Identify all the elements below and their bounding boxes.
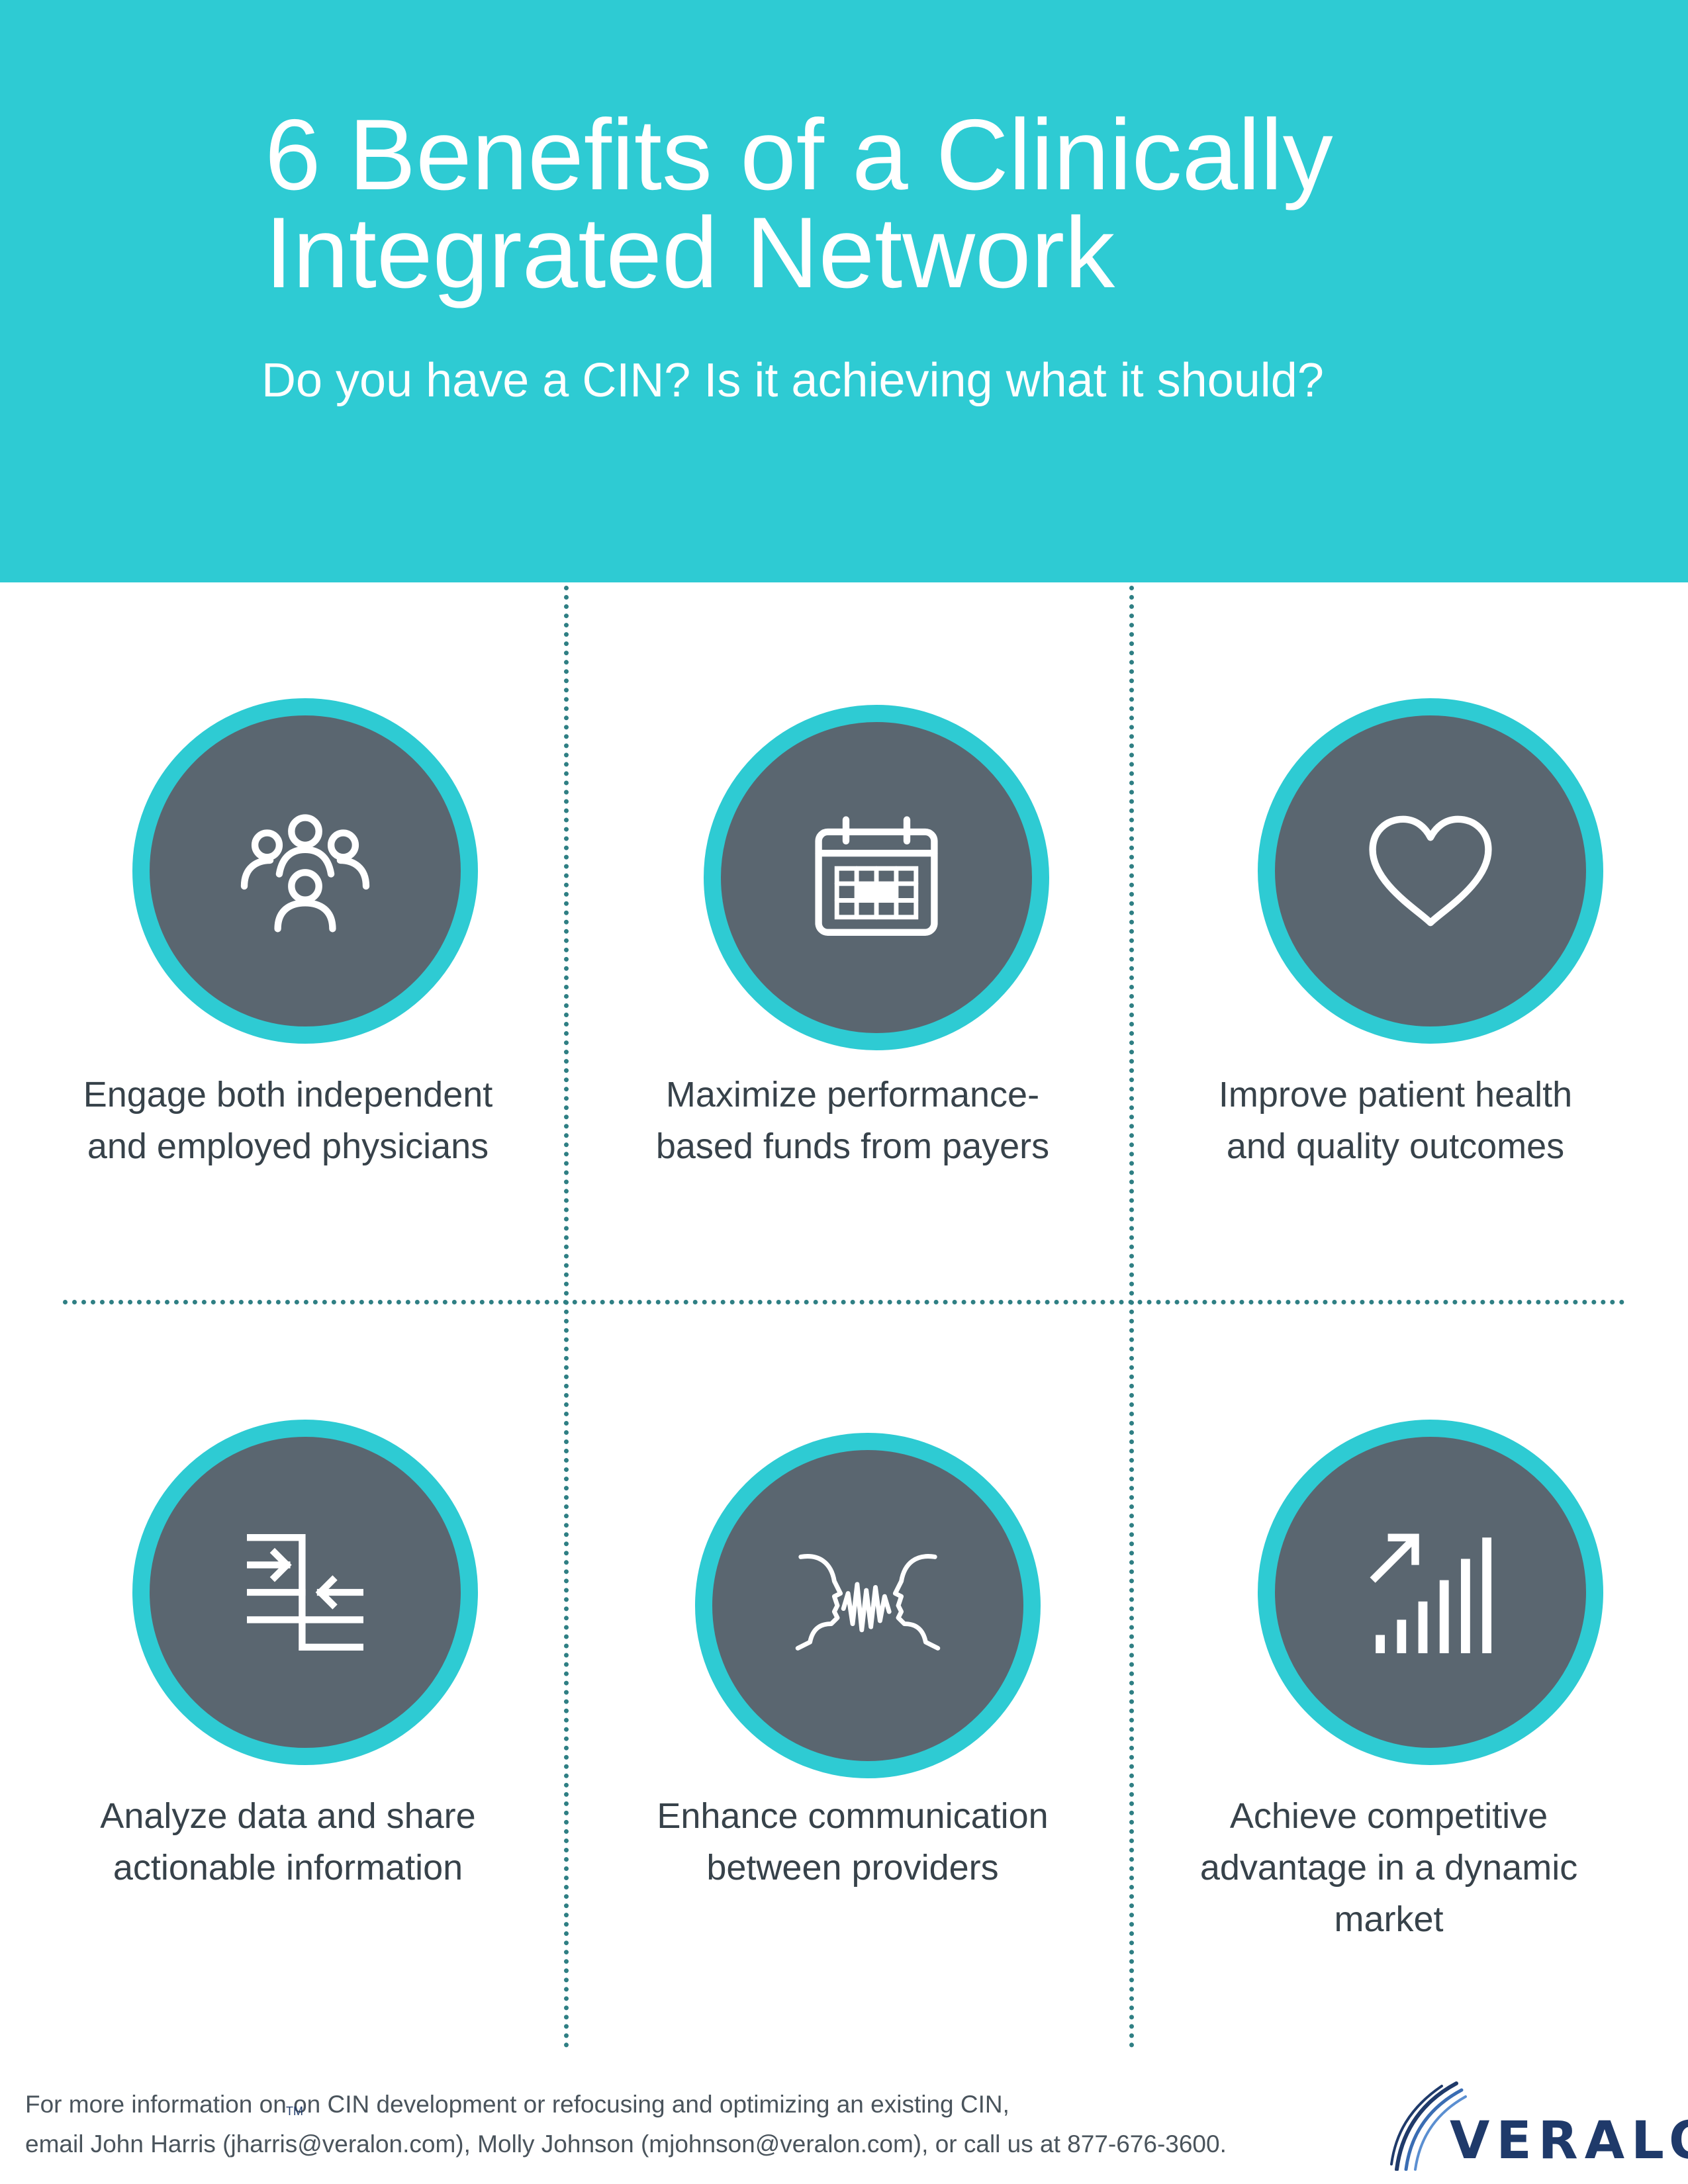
data-merge-arrows-icon [247,1534,363,1651]
veralon-logo: VERALON [1390,2071,1688,2171]
benefit-4-line-2: actionable information [113,1848,463,1888]
benefit-1-caption: Engage both independent and employed phy… [30,1069,546,1172]
page-subtitle: Do you have a CIN? Is it achieving what … [261,354,1324,407]
benefit-6-line-1: Achieve competitive [1229,1796,1548,1836]
title-line-1: 6 Benefits of a Clinically [265,99,1333,211]
veralon-swoosh-icon [1390,2081,1467,2171]
header-banner: 6 Benefits of a Clinically Integrated Ne… [0,0,1688,582]
benefit-1-circle [132,698,478,1044]
benefit-2-line-1: Maximize performance- [665,1075,1040,1115]
logo-wordmark: VERALON [1450,2111,1688,2171]
title-line-2: Integrated Network [265,197,1115,309]
footer-line-2: email John Harris (jharris@veralon.com),… [25,2130,1227,2158]
benefit-3-line-1: Improve patient health [1218,1075,1573,1115]
benefit-2-line-2: based funds from payers [655,1126,1050,1166]
heart-icon [1369,815,1492,927]
benefit-5-circle [695,1433,1041,1778]
benefit-5-caption: Enhance communication between providers [594,1790,1111,1893]
benefit-4-circle [132,1420,478,1765]
calendar-icon [815,816,938,936]
benefit-4-caption: Analyze data and share actionable inform… [30,1790,546,1893]
page-title: 6 Benefits of a Clinically Integrated Ne… [265,99,1523,309]
divider-vertical-2 [1129,586,1134,2048]
logo-trademark: TM [286,2105,303,2118]
divider-horizontal [63,1300,1625,1304]
benefit-1-line-2: and employed physicians [87,1126,489,1166]
footer-contact: For more information on on CIN developme… [25,2085,1349,2164]
benefit-6-line-3: market [1334,1899,1444,1939]
footer-line-1: For more information on on CIN developme… [25,2091,1009,2118]
benefit-6-caption: Achieve competitive advantage in a dynam… [1131,1790,1647,1945]
benefit-4-line-1: Analyze data and share [100,1796,476,1836]
benefit-6-circle [1258,1420,1603,1765]
benefit-3-line-2: and quality outcomes [1226,1126,1565,1166]
benefit-2-caption: Maximize performance- based funds from p… [594,1069,1111,1172]
divider-vertical-1 [564,586,569,2048]
benefit-6-line-2: advantage in a dynamic [1199,1848,1578,1888]
growth-bars-arrow-icon [1370,1533,1491,1653]
benefit-5-line-2: between providers [706,1848,999,1888]
benefit-3-caption: Improve patient health and quality outco… [1137,1069,1654,1172]
people-group-icon [240,814,370,933]
benefit-2-circle [704,705,1049,1050]
benefit-1-line-1: Engage both independent [83,1075,493,1115]
facing-heads-communication-icon [795,1554,941,1651]
benefit-5-line-1: Enhance communication [657,1796,1049,1836]
benefit-3-circle [1258,698,1603,1044]
